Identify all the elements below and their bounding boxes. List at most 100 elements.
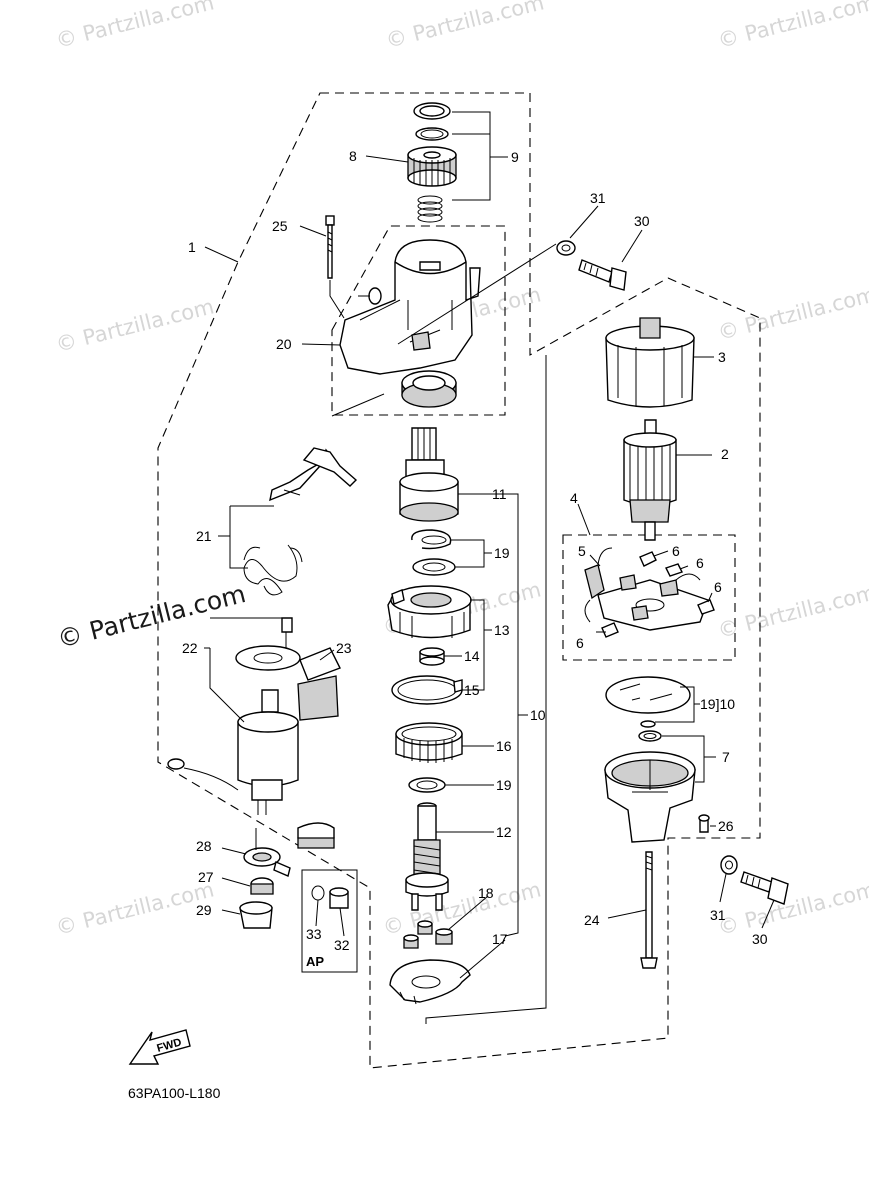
o-ring-part [391, 675, 463, 705]
bolt-30-top-part [578, 259, 627, 291]
callout-29: 29 [196, 902, 212, 918]
callout-6: 6 [576, 635, 584, 651]
callout-2: 2 [721, 446, 729, 462]
callout-26: 26 [718, 818, 734, 834]
watermark: © Partzilla.com [53, 877, 216, 939]
callout-31: 31 [590, 190, 606, 206]
through-bolt-part [640, 851, 658, 969]
callout-19-10: 19]10 [700, 696, 735, 712]
watermark: © Partzilla.com [715, 877, 869, 939]
diagram-code: 63PA100-L180 [128, 1085, 221, 1101]
grommet-28-part [243, 847, 291, 877]
watermark: © Partzilla.com [383, 0, 546, 53]
callout-16: 16 [496, 738, 512, 754]
callout-6: 6 [714, 579, 722, 595]
watermark: © Partzilla.com [715, 580, 869, 642]
watermark: © Partzilla.com [715, 282, 869, 344]
assembly-outline-main [157, 92, 761, 1069]
callout-3: 3 [718, 349, 726, 365]
watermark: © Partzilla.com [53, 0, 216, 53]
clip-33-part [311, 885, 325, 901]
rear-cover-part [604, 730, 696, 843]
lever-spring-part [243, 544, 303, 596]
spring-part [417, 195, 443, 223]
shift-lever-part [269, 447, 358, 502]
callout-7: 7 [722, 749, 730, 765]
magnetic-switch-part [167, 617, 301, 815]
bolt-25-part [325, 215, 335, 279]
parts-layer: FWD [128, 102, 789, 1065]
callout-11: 11 [492, 486, 507, 502]
callout-28: 28 [196, 838, 212, 854]
callout-19: 19 [494, 545, 510, 561]
pinion-gear-part [407, 146, 457, 187]
callout-18: 18 [478, 885, 494, 901]
callout-12: 12 [496, 824, 512, 840]
snap-ring-part [411, 529, 452, 550]
callout-1: 1 [188, 239, 196, 255]
washer-31-bottom-part [720, 855, 738, 875]
callout-23: 23 [336, 640, 352, 656]
ap-label: AP [306, 954, 324, 969]
pinion-shaft-part [405, 802, 449, 911]
callout-21: 21 [196, 528, 212, 544]
fwd-arrow-icon: FWD [128, 1029, 191, 1065]
callout-27: 27 [198, 869, 214, 885]
brush-spring-clip-part [601, 551, 715, 638]
plate-part [605, 676, 691, 728]
planet-gear-part [403, 920, 453, 949]
callout-31: 31 [710, 907, 726, 923]
screw-26-part [698, 814, 710, 833]
callout-24: 24 [584, 912, 600, 928]
armature-part [623, 419, 677, 541]
assembly-outline-brush-holder [562, 534, 736, 661]
washer-19-part [412, 558, 456, 576]
callout-4: 4 [570, 490, 578, 506]
callout-13: 13 [494, 622, 510, 638]
bolt-30-bottom-part [740, 871, 789, 905]
bushing-part [419, 647, 445, 666]
washer-plate-part [389, 959, 471, 1005]
callout-17: 17 [492, 931, 508, 947]
callout-19: 19 [496, 777, 512, 793]
brush-holder-part [584, 547, 709, 631]
callout-25: 25 [272, 218, 288, 234]
callout-6: 6 [672, 543, 680, 559]
nut-32-part [329, 887, 349, 909]
callout-9: 9 [511, 149, 519, 165]
bearing-part [401, 370, 457, 408]
callout-14: 14 [464, 648, 480, 664]
callout-8: 8 [349, 148, 357, 164]
pinion-drive-part [399, 427, 459, 522]
callout-15: 15 [464, 682, 480, 698]
collar-27-part [250, 877, 274, 895]
callout-33: 33 [306, 926, 322, 942]
callout-6: 6 [696, 555, 704, 571]
callout-22: 22 [182, 640, 198, 656]
holder-29-part [239, 901, 273, 929]
callout-30: 30 [752, 931, 768, 947]
watermark-prominent: © Partzilla.com [54, 579, 248, 654]
callouts: 1 2 3 4 5 6 6 6 6 6 7 8 9 10 19]10 11 12… [182, 148, 768, 969]
assembly-outlines [157, 92, 761, 1069]
washer-31-top-part [556, 240, 576, 256]
callout-20: 20 [276, 336, 292, 352]
callout-10: 10 [530, 707, 546, 723]
watermark: © Partzilla.com [715, 0, 869, 53]
shim-part [297, 647, 341, 849]
callout-5: 5 [578, 543, 586, 559]
washer-19-lower-part [408, 777, 446, 793]
leader-lines [204, 111, 775, 1024]
callout-32: 32 [334, 937, 350, 953]
watermark: © Partzilla.com [53, 294, 216, 356]
internal-gear-housing-part [387, 585, 472, 639]
front-cover-part [339, 239, 481, 375]
internal-gear-part [395, 722, 463, 763]
yoke-part [605, 317, 695, 408]
pinion-kit-part [407, 102, 457, 223]
watermark: © Partzilla.com [380, 877, 543, 939]
watermark-layer: © Partzilla.com © Partzilla.com © Partzi… [53, 0, 869, 940]
callout-30: 30 [634, 213, 650, 229]
ap-box [301, 869, 358, 973]
